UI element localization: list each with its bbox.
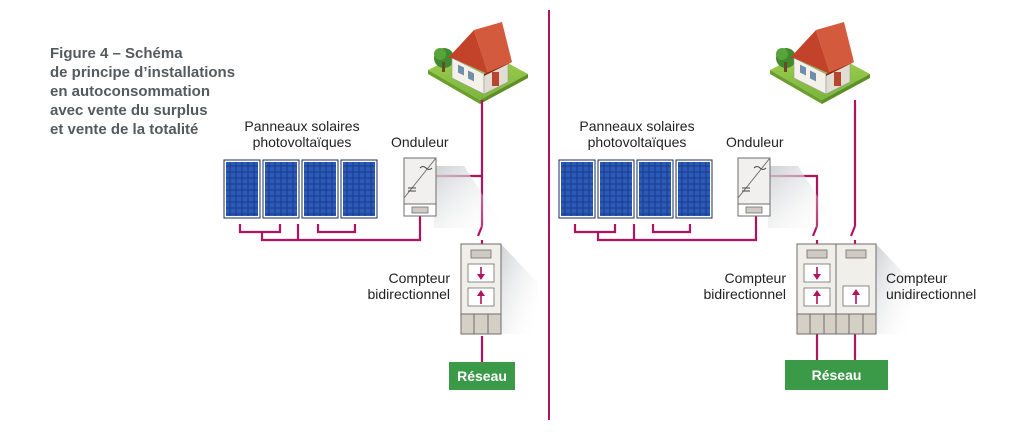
right-diagram — [558, 21, 913, 390]
meter-bi-label: Compteur bidirectionnel — [676, 270, 787, 302]
inverter-icon — [737, 157, 839, 229]
panels-label-line: photovoltaïques — [587, 134, 687, 150]
panels-label-line: photovoltaïques — [252, 134, 352, 150]
grid-label: Réseau — [811, 367, 862, 383]
house-icon — [427, 21, 529, 105]
meter-label: Compteur bidirectionnel — [340, 270, 451, 302]
house-icon — [769, 21, 871, 105]
meter-label-line: Compteur — [886, 270, 948, 286]
solar-panel-icon — [340, 159, 378, 219]
solar-panel-icon — [223, 159, 261, 219]
panels-label-line: Panneaux solaires — [244, 118, 360, 134]
figure-caption: Figure 4 – Schéma de principe d’installa… — [50, 44, 260, 139]
grid-box — [449, 362, 515, 390]
meter-label-line: Compteur — [724, 270, 786, 286]
solar-panel-icon — [558, 159, 596, 219]
solar-panels — [558, 159, 713, 219]
meter-label-line: Compteur — [388, 270, 450, 286]
solar-panel-icon — [262, 159, 300, 219]
panels-label: Panneaux solaires photovoltaïques — [232, 118, 372, 150]
solar-panel-icon — [675, 159, 713, 219]
bidirectional-meter-icon — [460, 243, 538, 335]
left-diagram — [223, 21, 538, 390]
grid-label: Réseau — [457, 368, 507, 384]
caption-line: Figure 4 – Schéma — [50, 45, 183, 62]
solar-panel-icon — [301, 159, 339, 219]
meter-label-line: bidirectionnel — [367, 286, 451, 302]
caption-line: de principe d’installations — [50, 64, 236, 81]
meter-label-line: bidirectionnel — [703, 286, 787, 302]
caption-line: en autoconsommation — [50, 83, 211, 100]
inverter-label: Onduleur — [726, 134, 784, 150]
grid-box — [785, 360, 888, 390]
panels-label: Panneaux solaires photovoltaïques — [567, 118, 707, 150]
caption-line: et vente de la totalité — [50, 121, 199, 138]
caption-line: avec vente du surplus — [50, 102, 208, 119]
solar-panel-icon — [597, 159, 635, 219]
solar-panels — [223, 159, 378, 219]
panels-label-line: Panneaux solaires — [579, 118, 695, 134]
inverter-label: Onduleur — [391, 134, 449, 150]
meter-uni-label: Compteur unidirectionnel — [886, 270, 976, 302]
solar-panel-icon — [636, 159, 674, 219]
meter-label-line: unidirectionnel — [886, 286, 977, 302]
